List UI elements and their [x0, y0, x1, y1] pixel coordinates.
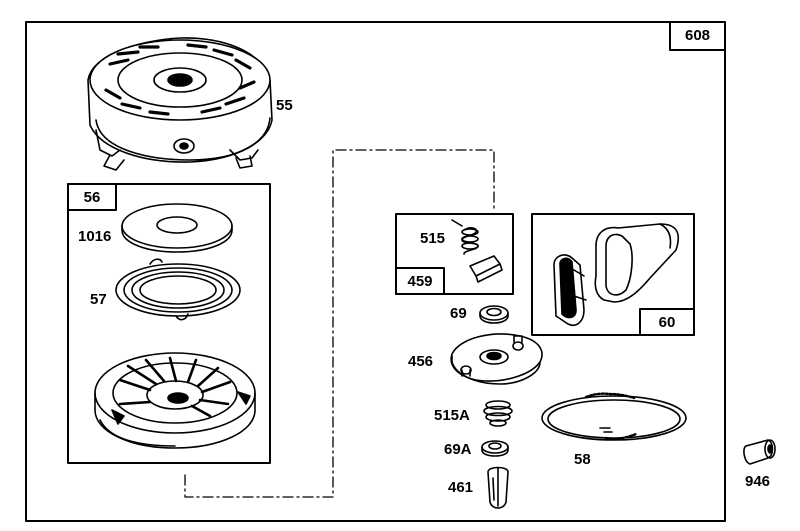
group-label-60: 60: [658, 314, 676, 331]
housing-kit-box: [67, 183, 271, 464]
starter-rope: [541, 392, 687, 441]
part-label-1016: 1016: [78, 228, 112, 245]
part-label-515A: 515A: [434, 407, 470, 424]
pawl: [469, 255, 503, 283]
housing-kit-label-box: [67, 183, 117, 211]
retainer-plate: [450, 333, 543, 385]
handle-kit-label-box: [639, 308, 695, 336]
group-label-56: 56: [83, 189, 101, 206]
recoil-spring: [115, 258, 241, 321]
bushing-946: [743, 439, 776, 465]
part-label-57: 57: [90, 291, 107, 308]
spring-kit-label-box: [395, 267, 445, 295]
washer-disc: [121, 203, 233, 253]
part-label-461: 461: [448, 479, 474, 496]
spring-kit-box: [395, 213, 514, 295]
handle-kit-box: [531, 213, 695, 336]
part-label-69: 69: [450, 305, 467, 322]
part-label-515: 515: [420, 230, 446, 247]
starter-pulley: [94, 352, 256, 449]
assembly-number-box: [669, 21, 726, 51]
blower-housing-cover: [87, 37, 273, 171]
leader-lines: [184, 149, 495, 498]
center-pin: [487, 466, 509, 509]
washer-69: [479, 305, 509, 324]
part-label-58: 58: [574, 451, 591, 468]
outer-frame: [25, 21, 726, 522]
small-coil-spring: [451, 219, 479, 255]
part-label-456: 456: [408, 353, 434, 370]
starter-handle-grip: [594, 223, 680, 303]
conical-spring: [483, 400, 513, 427]
part-label-69A: 69A: [444, 441, 472, 458]
washer-69a: [481, 440, 509, 457]
starter-handle-insert: [553, 254, 587, 326]
group-label-459: 459: [407, 273, 433, 290]
part-label-55: 55: [276, 97, 293, 114]
part-label-946: 946: [745, 473, 771, 490]
assembly-number: 608: [684, 27, 711, 44]
